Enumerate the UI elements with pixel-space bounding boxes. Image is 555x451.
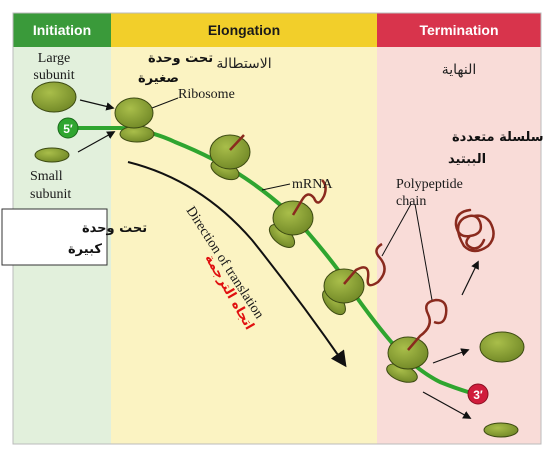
polypeptide-releasing [407, 298, 448, 351]
termination-header [377, 13, 541, 47]
direction-of-translation-arrow [127, 161, 347, 368]
arabic-polypeptide-line1: سلسلة متعددة [452, 130, 544, 145]
polypeptide-label-line2: chain [396, 194, 426, 209]
arabic-elongation-label: الاستطالة [216, 56, 271, 72]
mrna-leader-line [261, 183, 291, 191]
small-subunit-shape [34, 147, 70, 163]
arrow-release-polypeptide [461, 260, 479, 296]
termination-background [377, 47, 541, 444]
polypeptide-short [229, 134, 245, 151]
five-prime-end: 5′ [57, 117, 79, 139]
elongation-header [111, 13, 377, 47]
ribosome-initiation [114, 97, 155, 143]
elongation-title: Elongation [208, 22, 280, 38]
small-subunit-label-line1: Small [30, 169, 63, 184]
polypeptide-long [343, 242, 386, 287]
arabic-large-subunit-box: تحت وحدة كبيرة [1, 208, 147, 266]
mrna-strand [76, 126, 470, 394]
arabic-polypeptide-line2: الببتيد [448, 152, 486, 167]
arabic-small-subunit-line1: تحت وحدة [148, 51, 213, 66]
svg-text:5′: 5′ [63, 122, 73, 136]
arabic-termination-label: النهاية [442, 62, 477, 78]
large-subunit-shape [31, 81, 77, 113]
three-prime-end: 3′ [467, 383, 489, 405]
arabic-large-subunit-line1: تحت وحدة [82, 221, 147, 236]
mrna-label: mRNA [292, 177, 333, 192]
polypeptide-leader-line-2 [414, 203, 433, 301]
svg-text:3′: 3′ [473, 388, 483, 402]
elongation-background [111, 47, 377, 444]
ribosome-label: Ribosome [178, 87, 235, 102]
ribosome-1 [209, 134, 251, 181]
polypeptide-medium [291, 179, 327, 216]
released-polypeptide [454, 208, 495, 253]
ribosome-3 [322, 242, 386, 316]
arrow-release-small [422, 391, 472, 419]
released-small-subunit [483, 422, 519, 438]
large-subunit-label-line1: Large [38, 51, 70, 66]
arrow-release-large [432, 348, 470, 364]
released-large-subunit [479, 331, 525, 363]
arrow-small-to-ribosome [77, 131, 116, 153]
arabic-large-subunit-line2: كبيرة [68, 242, 102, 257]
ribosome-leader-line [151, 97, 179, 109]
termination-title: Termination [419, 22, 498, 38]
elongation-panel: Elongation [111, 13, 377, 444]
ribosome-2 [268, 179, 327, 248]
large-subunit-label-line2: subunit [33, 68, 74, 83]
ribosome-termination [386, 298, 448, 383]
polypeptide-leader-line-1 [381, 203, 412, 257]
polypeptide-label-line1: Polypeptide [396, 177, 463, 192]
arrow-large-to-ribosome [79, 99, 115, 111]
initiation-header [13, 13, 111, 47]
initiation-title: Initiation [33, 22, 91, 38]
small-subunit-label-line2: subunit [30, 187, 71, 202]
arabic-small-subunit-line2: صغيرة [138, 71, 179, 86]
